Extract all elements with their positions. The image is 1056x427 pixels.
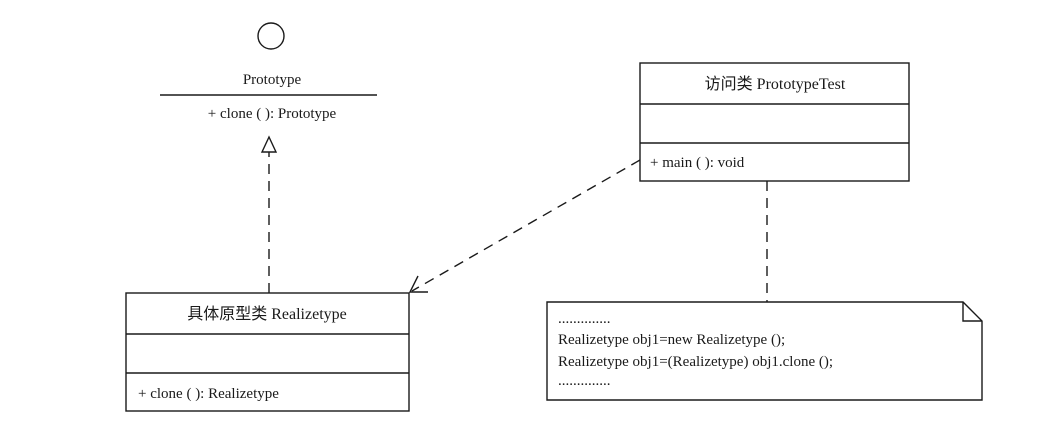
note-line-1: .............. [558, 311, 611, 327]
dependency-line [411, 159, 641, 292]
access-class-prototypetest: 访问类 PrototypeTest + main ( ): void [639, 62, 910, 182]
hollow-triangle-arrowhead-icon [260, 135, 278, 153]
interface-prototype: Prototype + clone ( ): Prototype [160, 22, 377, 122]
concrete-class-box [125, 292, 410, 412]
concrete-class-realizetype: 具体原型类 Realizetype + clone ( ): Realizety… [125, 292, 410, 412]
note-box [546, 301, 983, 401]
interface-lollipop-icon [257, 22, 285, 50]
note-line-2: Realizetype obj1=new Realizetype (); [558, 332, 785, 348]
access-class-operation: + main ( ): void [650, 155, 745, 171]
interface-name: Prototype [243, 72, 302, 88]
concrete-class-name: 具体原型类 Realizetype [187, 305, 347, 323]
realization-relation [260, 135, 278, 293]
interface-operation: + clone ( ): Prototype [208, 106, 337, 122]
note-line-3: Realizetype obj1=(Realizetype) obj1.clon… [558, 354, 833, 370]
note-line-4: .............. [558, 373, 611, 389]
dependency-relation [408, 159, 641, 293]
concrete-class-operation: + clone ( ): Realizetype [138, 386, 279, 402]
access-class-name: 访问类 PrototypeTest [705, 75, 846, 93]
note-folded-corner-icon [962, 302, 982, 322]
access-class-box [639, 62, 910, 182]
open-arrowhead-icon [408, 275, 428, 293]
code-note: .............. Realizetype obj1=new Real… [546, 301, 983, 401]
